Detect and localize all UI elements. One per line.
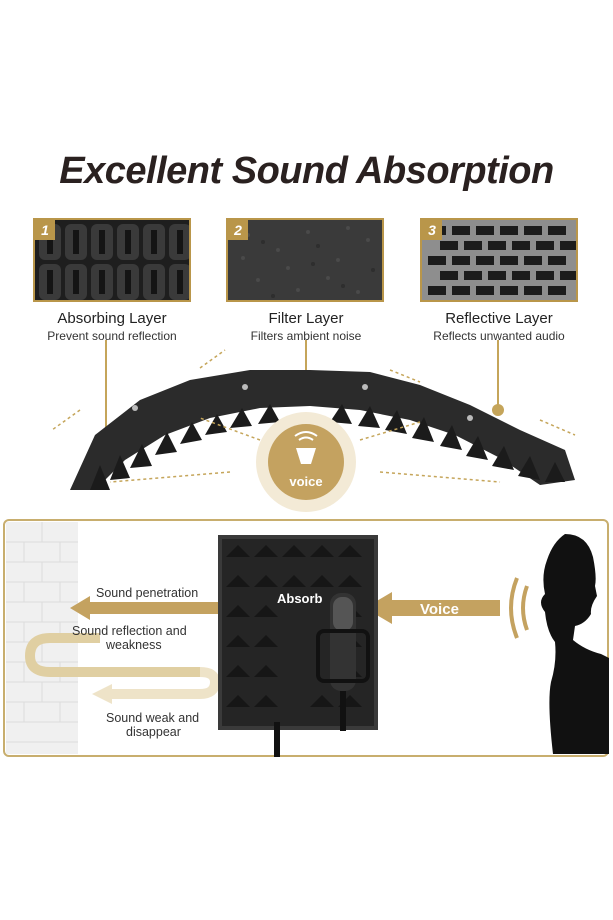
diagram-frame bbox=[3, 519, 609, 757]
voice-label: Voice bbox=[420, 601, 459, 618]
page-title: Excellent Sound Absorption bbox=[59, 150, 554, 192]
microphone-icon bbox=[316, 593, 370, 731]
sound-waves-icon bbox=[509, 577, 529, 639]
reflective-layer-description: Reflects unwanted audio bbox=[433, 329, 565, 343]
sound-weak-label-line2: disappear bbox=[126, 725, 181, 739]
sound-reflection-label-line1: Sound reflection and bbox=[72, 624, 187, 638]
reflective-layer-image: 3 bbox=[420, 218, 578, 302]
absorbing-layer-description: Prevent sound reflection bbox=[47, 329, 177, 343]
voice-badge-label: voice bbox=[289, 474, 323, 489]
sound-flow-arrows bbox=[24, 592, 500, 704]
foam-pyramids-icon bbox=[35, 220, 189, 300]
filter-texture-icon bbox=[228, 220, 382, 300]
perforated-metal-icon bbox=[422, 220, 576, 300]
absorb-label: Absorb bbox=[277, 591, 323, 606]
curved-shield-illustration bbox=[51, 340, 576, 512]
filter-layer-image: 2 bbox=[226, 218, 384, 302]
sound-weak-label-line1: Sound weak and bbox=[106, 711, 200, 725]
layer-number-badge: 2 bbox=[228, 220, 248, 240]
isolation-shield-icon bbox=[218, 535, 378, 757]
reflective-layer-title: Reflective Layer bbox=[445, 310, 553, 327]
sound-reflection-label-line2: weakness bbox=[106, 638, 162, 652]
absorbing-layer-title: Absorbing Layer bbox=[57, 310, 167, 327]
layer-number-badge: 3 bbox=[422, 220, 442, 240]
person-silhouette-icon bbox=[509, 534, 609, 754]
pointer-dot bbox=[492, 404, 504, 416]
absorbing-layer-image: 1 bbox=[33, 218, 191, 302]
sound-penetration-label: Sound penetration bbox=[96, 586, 199, 600]
layer-number-badge: 1 bbox=[35, 220, 55, 240]
filter-layer-title: Filter Layer bbox=[268, 310, 344, 327]
filter-layer-description: Filters ambient noise bbox=[250, 329, 362, 343]
speaker-icon bbox=[294, 431, 318, 464]
